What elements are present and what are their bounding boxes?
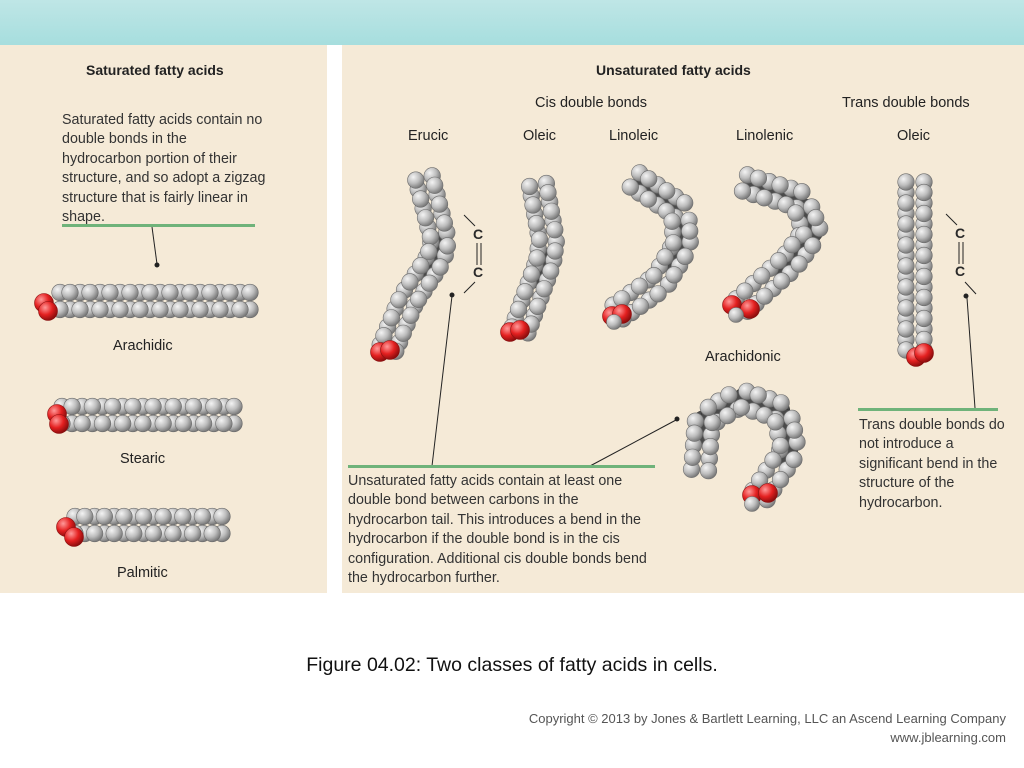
label-stearic: Stearic	[120, 451, 166, 467]
oleic-cis-molecule	[500, 174, 565, 342]
molecule-illustrations	[34, 164, 977, 547]
panel-divider	[327, 45, 342, 593]
figure-caption: Figure 04.02: Two classes of fatty acids…	[306, 654, 718, 676]
trans-bond-atom-1: C	[955, 225, 966, 241]
label-erucic: Erucic	[408, 128, 449, 144]
linolenic-molecule	[722, 166, 829, 323]
unsaturated-heading: Unsaturated fatty acids	[596, 62, 751, 78]
trans-bond-stub-top	[945, 213, 958, 226]
saturated-pointer-line	[151, 226, 158, 265]
label-linoleic: Linoleic	[609, 128, 659, 144]
oleic-trans-molecule	[897, 173, 934, 367]
saturated-heading: Saturated fatty acids	[86, 62, 224, 78]
trans-rule	[858, 408, 998, 411]
saturated-panel	[0, 45, 327, 593]
arachidonic-molecule	[682, 382, 806, 512]
label-arachidic: Arachidic	[113, 338, 173, 354]
trans-note: Trans double bonds do not introduce a si…	[859, 417, 1005, 511]
saturated-description: Saturated fatty acids contain no double …	[62, 112, 266, 226]
label-arachidonic: Arachidonic	[705, 349, 781, 365]
label-oleic-cis: Oleic	[523, 128, 557, 144]
label-palmitic: Palmitic	[117, 565, 168, 581]
cis-bond-atom-2: C	[473, 264, 484, 280]
unsaturated-rule	[348, 465, 655, 468]
top-banner	[0, 0, 1024, 45]
saturated-rule	[62, 224, 255, 227]
trans-heading: Trans double bonds	[842, 95, 970, 111]
stearic-molecule	[47, 397, 243, 434]
unsaturated-pointer-dot-a	[449, 292, 455, 298]
trans-pointer-line	[966, 297, 976, 409]
unsaturated-pointer-line-b	[589, 419, 677, 467]
unsaturated-pointer-dot-b	[674, 416, 680, 422]
label-oleic-trans: Oleic	[897, 128, 931, 144]
copyright-line: Copyright © 2013 by Jones & Bartlett Lea…	[528, 711, 1006, 726]
label-linolenic: Linolenic	[736, 128, 794, 144]
unsaturated-pointer-line-a	[431, 295, 453, 467]
trans-bond-atom-2: C	[955, 263, 966, 279]
linoleic-molecule	[602, 164, 699, 330]
trans-bond-stub-bottom	[964, 281, 977, 295]
unsaturated-note: Unsaturated fatty acids contain at least…	[348, 473, 647, 587]
trans-pointer-dot	[963, 293, 969, 299]
erucic-molecule	[370, 167, 457, 362]
cis-bond-atom-1: C	[473, 226, 484, 242]
cis-heading: Cis double bonds	[535, 95, 648, 111]
cis-bond-stub-top	[463, 214, 476, 227]
saturated-pointer-dot	[154, 262, 160, 268]
cis-bond-stub-bottom	[463, 281, 476, 294]
arachidic-molecule	[34, 283, 259, 321]
copyright-url: www.jblearning.com	[890, 730, 1006, 745]
palmitic-molecule	[56, 507, 231, 547]
